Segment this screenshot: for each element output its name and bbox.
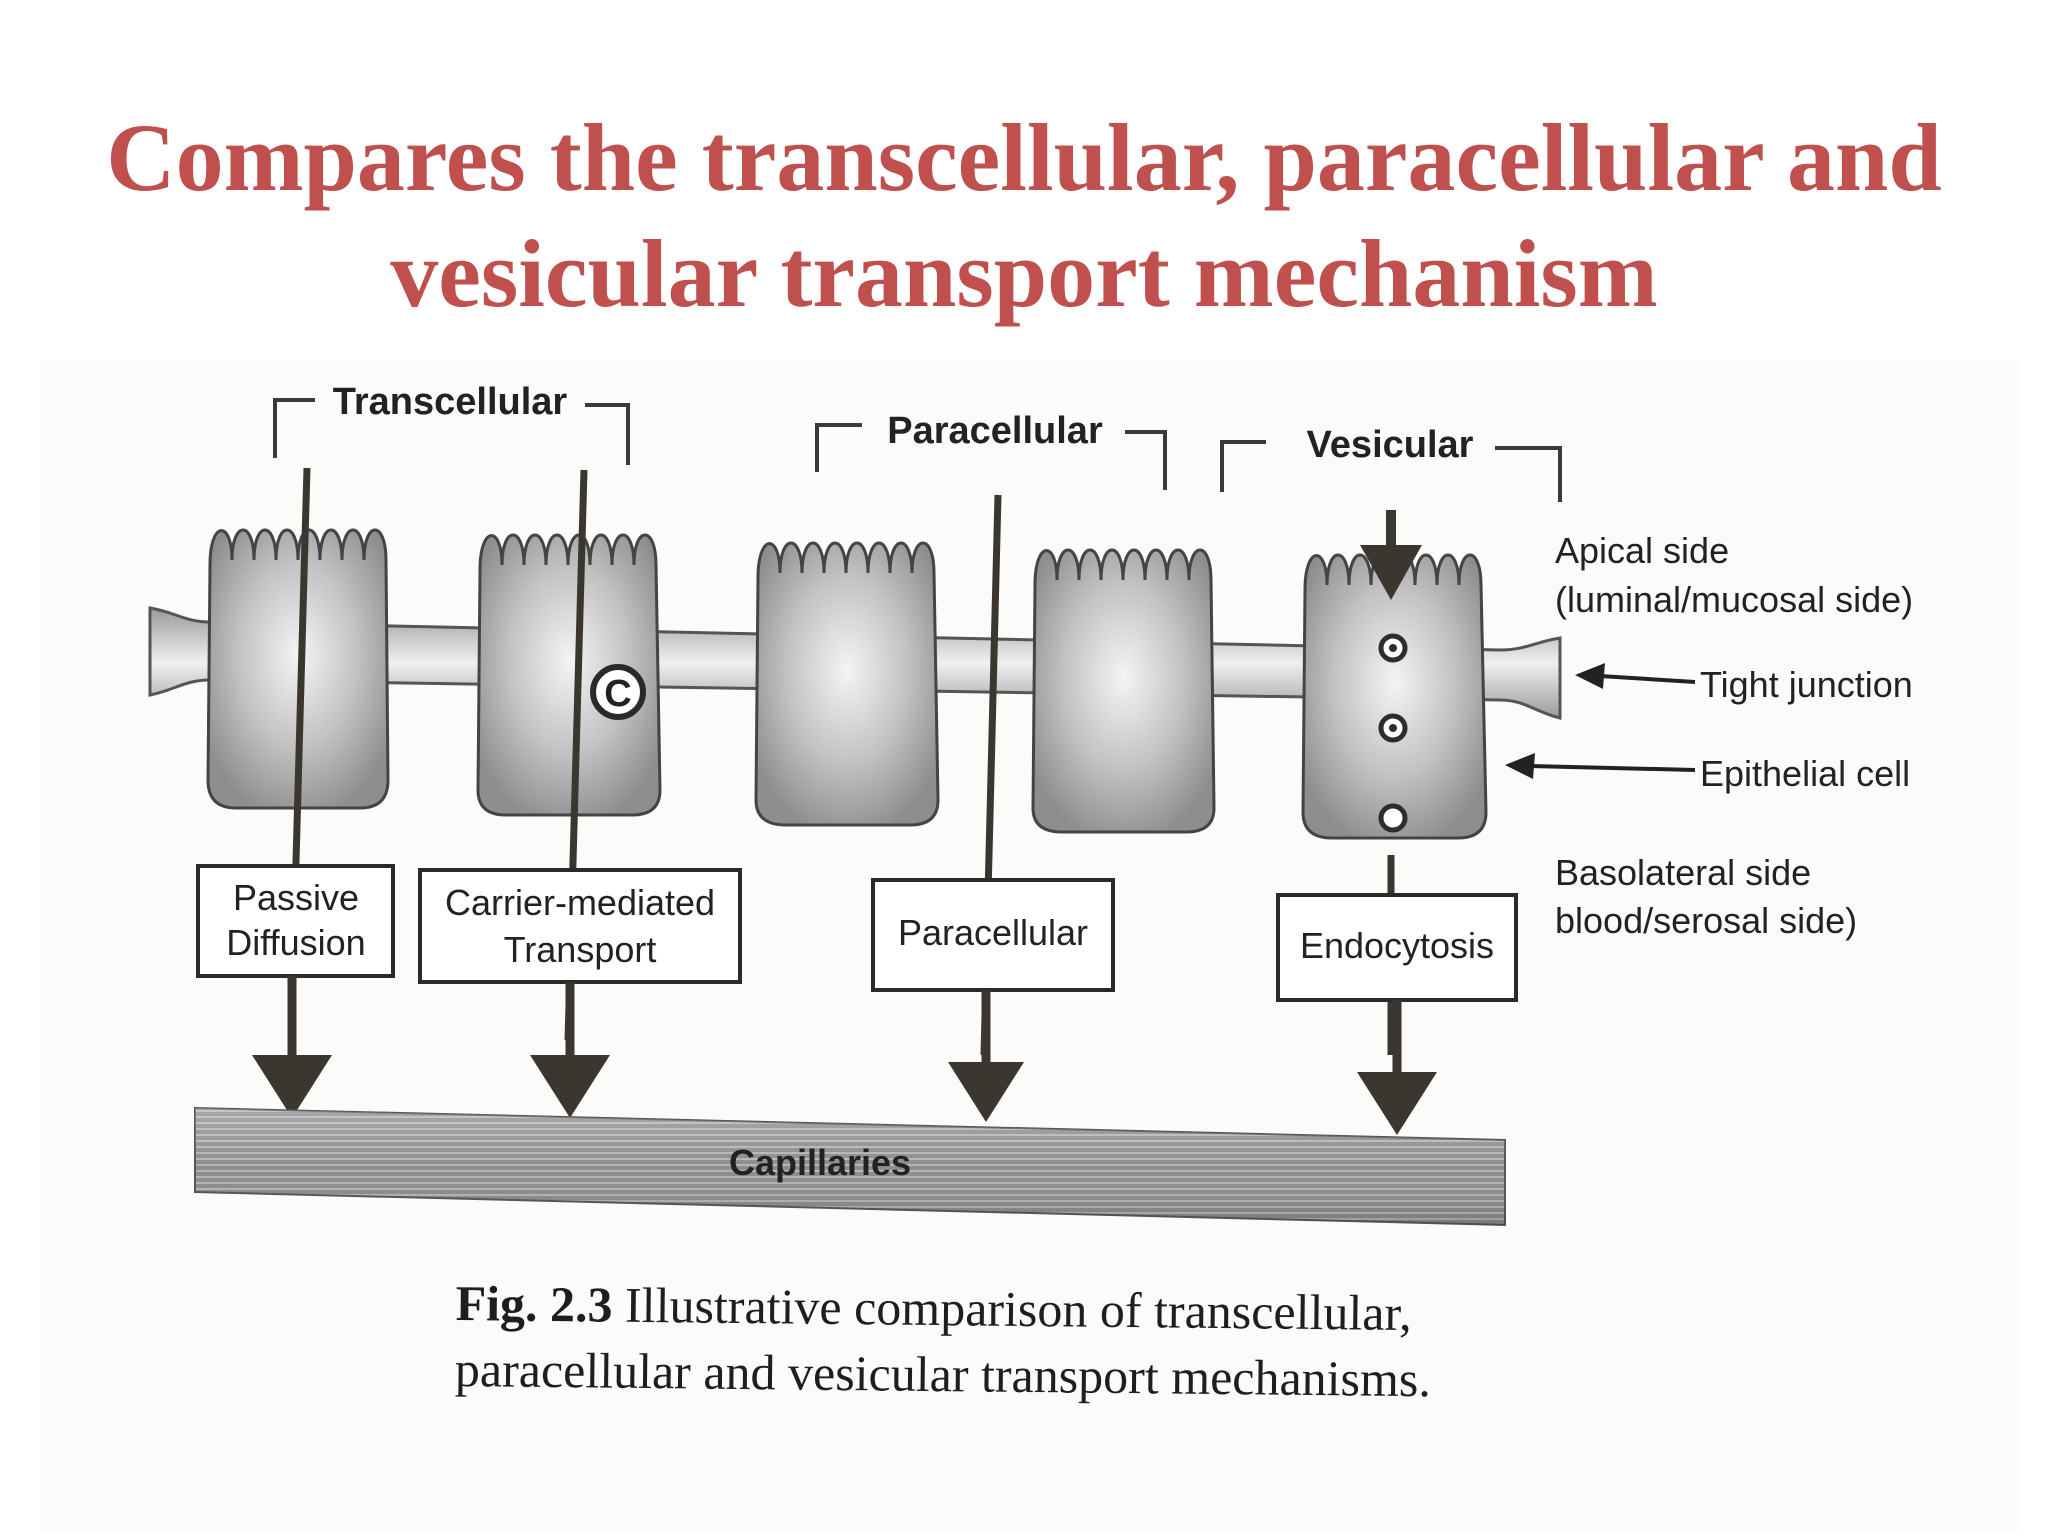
box-endocytosis: Endocytosis — [1276, 893, 1518, 1002]
bracket-transcellular — [273, 398, 630, 465]
epithelial-cell-pointer — [1505, 753, 1696, 779]
bracket-vesicular — [1220, 440, 1562, 502]
apical-side-sublabel: (luminal/mucosal side) — [1555, 579, 1913, 620]
bracket-paracellular — [815, 423, 1167, 490]
tight-junction-label: Tight junction — [1700, 664, 1913, 705]
box-passive-line2: Diffusion — [226, 922, 365, 963]
epithelial-cell-4 — [1031, 548, 1216, 834]
group-label-paracellular: Paracellular — [887, 410, 1103, 452]
caption-line-2: paracellular and vesicular transport mec… — [454, 1340, 1432, 1408]
caption-text-line1: Illustrative comparison of transcellular… — [624, 1276, 1412, 1342]
vesicle-dots — [1389, 644, 1397, 732]
basolateral-side-sublabel: blood/serosal side) — [1555, 900, 1857, 941]
epithelial-cell-2 — [476, 533, 662, 817]
box-passive-diffusion: Passive Diffusion — [196, 864, 395, 978]
box-passive-line1: Passive — [233, 877, 359, 918]
box-carrier-line1: Carrier-mediated — [445, 882, 715, 923]
box-carrier-mediated-transport: Carrier-mediated Transport — [418, 868, 742, 984]
endocytosis-entry-arrow — [1360, 510, 1422, 600]
capillaries-vessel — [194, 1106, 1506, 1227]
basolateral-side-label: Basolateral side — [1555, 852, 1811, 893]
box-endocytosis-label: Endocytosis — [1300, 925, 1494, 966]
box-carrier-line2: Transport — [504, 929, 657, 970]
slide-title: Compares the transcellular, paracellular… — [0, 100, 2048, 332]
group-label-transcellular: Transcellular — [333, 381, 568, 423]
caption-figure-number: Fig. 2.3 — [455, 1274, 613, 1333]
title-line-2: vesicular transport mechanism — [390, 220, 1658, 327]
carrier-symbol: C — [604, 673, 631, 715]
capillaries-label: Capillaries — [729, 1142, 911, 1183]
figure-caption: Fig. 2.3 Illustrative comparison of tran… — [455, 1270, 1756, 1416]
epithelial-cell-label: Epithelial cell — [1700, 753, 1910, 794]
apical-side-label: Apical side — [1555, 530, 1729, 571]
arrows-to-capillaries — [252, 976, 1437, 1135]
tight-junction-pointer — [1575, 663, 1696, 689]
epithelial-cell-5 — [1301, 553, 1488, 840]
box-paracellular: Paracellular — [871, 878, 1115, 992]
title-line-1: Compares the transcellular, paracellular… — [106, 104, 1942, 211]
epithelial-cell-3 — [754, 541, 940, 827]
box-paracellular-label: Paracellular — [898, 912, 1088, 953]
carrier-icon: C — [590, 664, 646, 720]
group-label-vesicular: Vesicular — [1307, 424, 1474, 466]
